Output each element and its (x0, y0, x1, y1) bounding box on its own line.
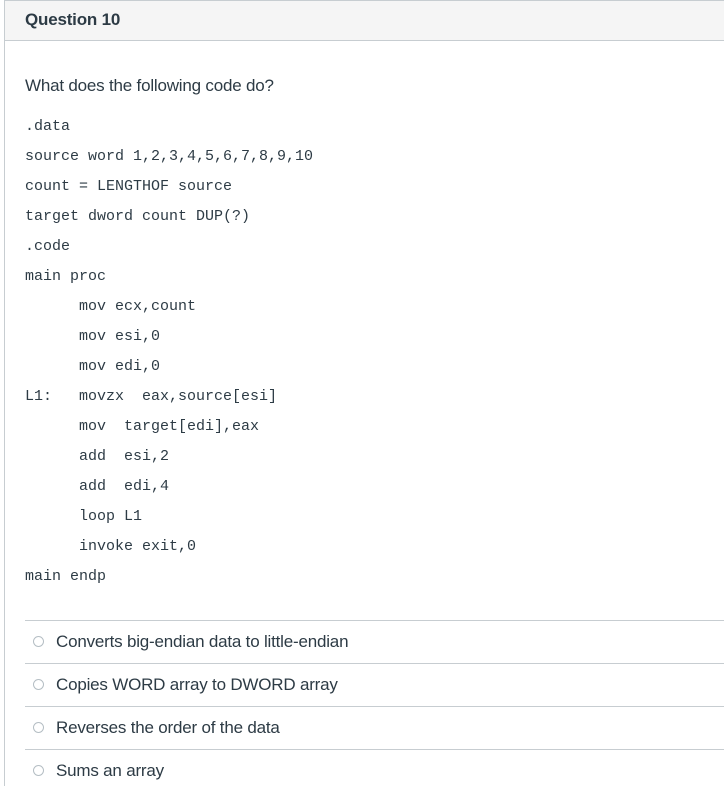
code-text: invoke exit,0 (79, 538, 197, 555)
answer-options: Converts big-endian data to little-endia… (25, 620, 724, 792)
radio-button[interactable] (33, 765, 44, 776)
code-text: source word 1,2,3,4,5,6,7,8,9,10 (25, 148, 314, 165)
answer-option[interactable]: Converts big-endian data to little-endia… (25, 620, 724, 662)
code-line: count = LENGTHOF source (25, 176, 313, 206)
code-block: .data source word 1,2,3,4,5,6,7,8,9,10 cou… (25, 116, 313, 596)
code-label: L1: (25, 388, 53, 405)
question-header: Question 10 (5, 0, 724, 41)
question-card: Question 10 What does the following code… (4, 0, 724, 786)
code-text: movzx eax,source[esi] (79, 388, 278, 405)
radio-button[interactable] (33, 722, 44, 733)
code-line: mov ecx,count (25, 296, 313, 326)
answer-option[interactable]: Copies WORD array to DWORD array (25, 663, 724, 705)
radio-button[interactable] (33, 636, 44, 647)
code-text: add esi,2 (79, 448, 170, 465)
code-text: mov target[edi],eax (79, 418, 260, 435)
code-text: mov ecx,count (79, 298, 197, 315)
code-line: loop L1 (25, 506, 313, 536)
answer-option[interactable]: Sums an array (25, 749, 724, 791)
code-text: add edi,4 (79, 478, 170, 495)
code-line: mov edi,0 (25, 356, 313, 386)
code-line: L1: movzx eax,source[esi] (25, 386, 313, 416)
code-text: main endp (25, 568, 107, 585)
code-text: mov edi,0 (79, 358, 161, 375)
code-line: invoke exit,0 (25, 536, 313, 566)
code-text: target dword count DUP(?) (25, 208, 251, 225)
code-text: .data (25, 118, 71, 135)
radio-button[interactable] (33, 679, 44, 690)
code-line: main endp (25, 566, 313, 596)
code-line: source word 1,2,3,4,5,6,7,8,9,10 (25, 146, 313, 176)
answer-option[interactable]: Reverses the order of the data (25, 706, 724, 748)
code-line: add edi,4 (25, 476, 313, 506)
question-title: Question 10 (25, 10, 121, 29)
code-line: .data (25, 116, 313, 146)
code-text: .code (25, 238, 71, 255)
code-text: mov esi,0 (79, 328, 161, 345)
answer-label: Copies WORD array to DWORD array (56, 674, 338, 694)
answer-label: Converts big-endian data to little-endia… (56, 631, 349, 651)
code-text: count = LENGTHOF source (25, 178, 233, 195)
code-line: mov esi,0 (25, 326, 313, 356)
code-line: target dword count DUP(?) (25, 206, 313, 236)
code-line: add esi,2 (25, 446, 313, 476)
code-line: .code (25, 236, 313, 266)
question-prompt: What does the following code do? (25, 76, 274, 95)
code-line: main proc (25, 266, 313, 296)
code-text: main proc (25, 268, 107, 285)
answer-label: Reverses the order of the data (56, 717, 280, 737)
answer-label: Sums an array (56, 760, 164, 780)
code-text: loop L1 (79, 508, 143, 525)
code-line: mov target[edi],eax (25, 416, 313, 446)
